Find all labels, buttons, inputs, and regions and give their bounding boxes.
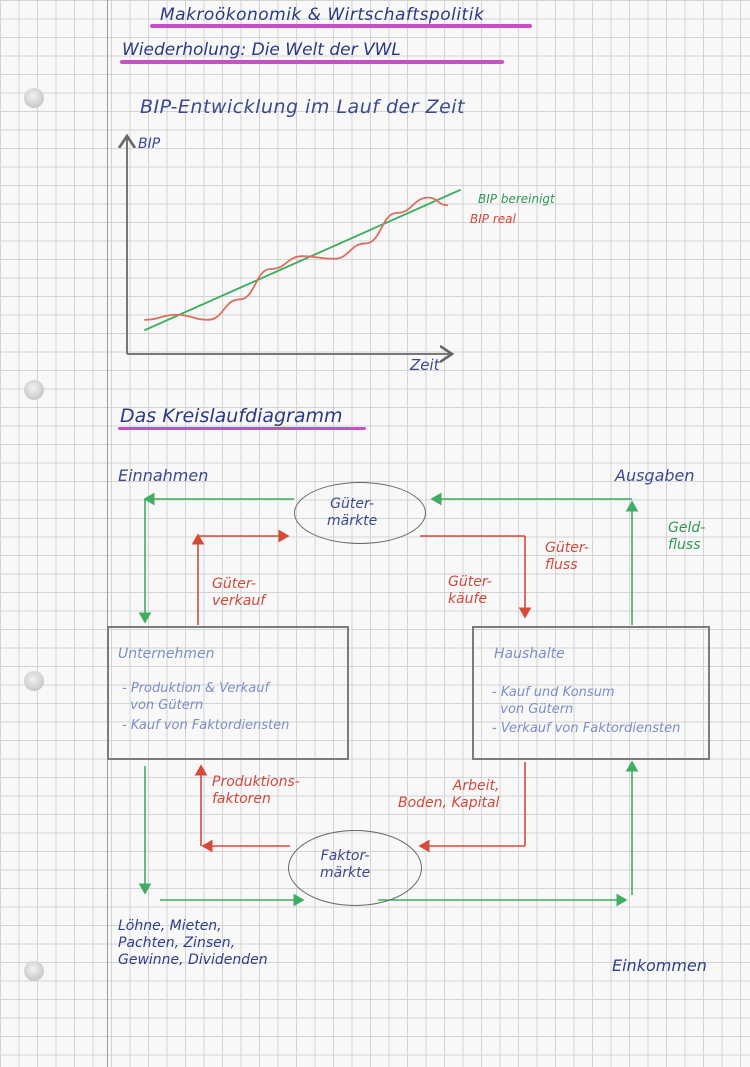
punch-hole	[24, 961, 44, 981]
households-item: - Verkauf von Faktordiensten	[492, 721, 681, 736]
goods-markets-label: Güter- märkte	[327, 496, 378, 529]
punch-hole	[24, 88, 44, 108]
legend-label-bereinigt: BIP bereinigt	[478, 192, 555, 206]
money-flow-arrows	[138, 492, 639, 907]
legend-label-real: BIP real	[470, 212, 516, 226]
goods-purchases-label: Güter- käufe	[448, 574, 492, 607]
margin-line	[107, 0, 108, 1067]
goods-markets-ellipse	[294, 482, 426, 544]
y-axis-label: BIP	[138, 136, 161, 152]
income-label: Einkommen	[612, 956, 707, 975]
wages-rents-label: Löhne, Mieten, Pachten, Zinsen, Gewinne,…	[118, 918, 268, 968]
chart-heading: BIP-Entwicklung im Lauf der Zeit	[140, 96, 466, 118]
subtitle-highlight	[120, 60, 504, 64]
diagram-heading-highlight	[118, 427, 366, 430]
diagram-heading: Das Kreislaufdiagramm	[120, 405, 343, 427]
households-item: - Kauf und Konsum von Gütern	[492, 685, 615, 717]
expenditure-label: Ausgaben	[615, 466, 695, 485]
punch-hole	[24, 671, 44, 691]
title-highlight	[150, 24, 532, 28]
goods-flow-label: Güter- fluss	[545, 540, 589, 573]
series-line-bip-bereinigt	[144, 189, 461, 331]
households-box	[472, 626, 710, 760]
labor-land-capital-label: Arbeit, Boden, Kapital	[398, 778, 500, 811]
goods-sales-label: Güter- verkauf	[212, 576, 266, 609]
firms-title: Unternehmen	[118, 646, 215, 662]
households-title: Haushalte	[494, 646, 565, 662]
money-flow-label: Geld- fluss	[668, 520, 706, 553]
factor-markets-ellipse	[288, 830, 422, 906]
revenue-label: Einnahmen	[118, 466, 209, 485]
x-axis-label: Zeit	[410, 356, 440, 374]
production-factors-label: Produktions- faktoren	[212, 774, 300, 807]
series-line-bip-real	[144, 196, 449, 321]
firms-box	[107, 626, 349, 760]
course-title: Makroökonomik & Wirtschaftspolitik	[160, 5, 485, 25]
factor-markets-label: Faktor- märkte	[320, 848, 371, 881]
punch-hole	[24, 380, 44, 400]
goods-flow-arrows	[191, 529, 532, 853]
firms-item: - Produktion & Verkauf von Gütern	[122, 681, 270, 713]
section-title: Wiederholung: Die Welt der VWL	[122, 40, 401, 60]
firms-item: - Kauf von Faktordiensten	[122, 718, 290, 733]
